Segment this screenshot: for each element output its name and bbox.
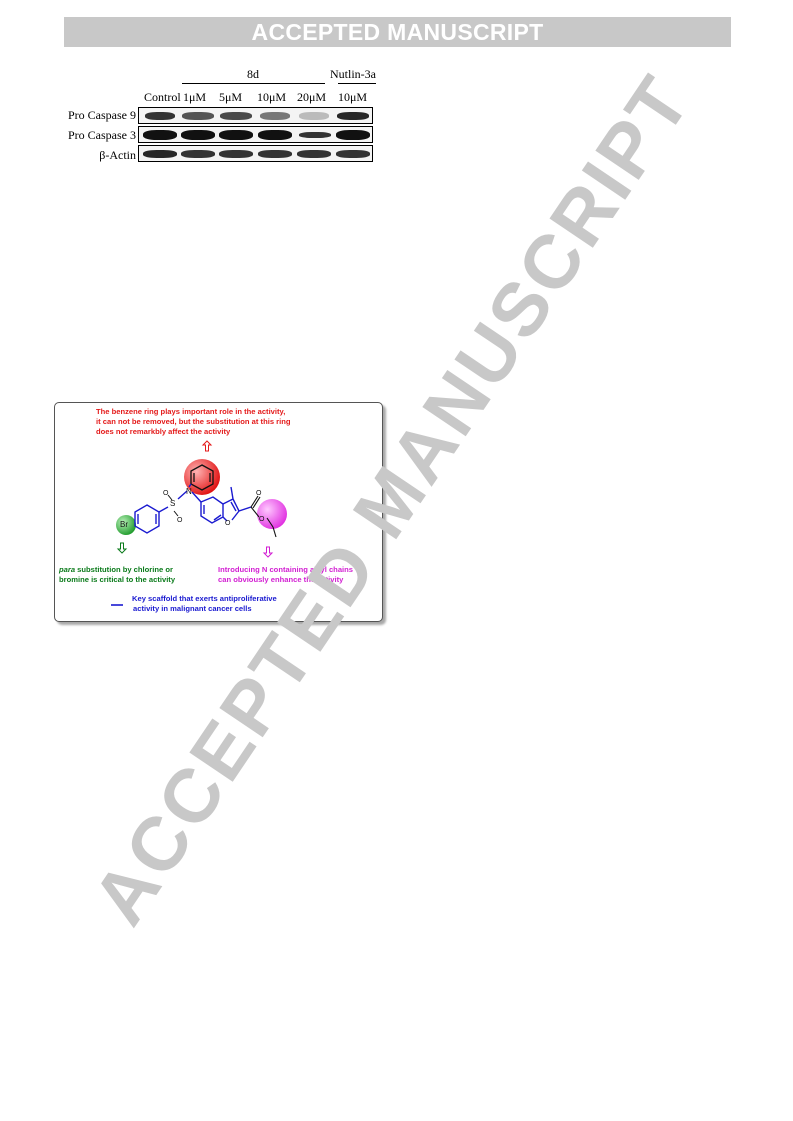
ester-group xyxy=(250,495,277,538)
band xyxy=(143,130,177,140)
key-scaffold-bonds xyxy=(134,486,252,534)
up-arrow-icon xyxy=(201,440,213,452)
sulfonyl-bonds xyxy=(167,494,179,517)
reference-compound-label: Nutlin-3a xyxy=(330,67,376,81)
band xyxy=(258,150,292,158)
reference-bracket-line xyxy=(338,83,376,84)
band xyxy=(336,150,370,158)
scaffold-legend: Key scaffold that exerts antiproliferati… xyxy=(132,594,277,613)
lane-label: 20μM xyxy=(297,90,327,104)
band xyxy=(181,150,215,158)
right-note: Introducing N containing alkyl chains ca… xyxy=(218,565,354,584)
band xyxy=(299,132,331,138)
band xyxy=(143,150,177,158)
band xyxy=(182,112,214,120)
ring-oxygen-atom: O xyxy=(225,520,231,527)
accepted-manuscript-banner: ACCEPTED MANUSCRIPT xyxy=(64,17,731,47)
oxygen-atom: O xyxy=(163,490,169,497)
benzyl-linker xyxy=(188,483,192,488)
benzyl-ring xyxy=(190,464,214,491)
band xyxy=(145,112,175,120)
row-label: β-Actin xyxy=(99,148,136,162)
band xyxy=(337,112,369,120)
nitrogen-atom: N xyxy=(186,487,192,496)
lane-label: 5μM xyxy=(219,90,243,104)
blot-strip-caspase3 xyxy=(138,126,373,143)
bromo-highlight-sphere xyxy=(116,515,136,535)
western-blot-figure: 8d Nutlin-3a Control 1μM 5μM 10μM 20μM 1… xyxy=(52,62,382,166)
row-label: Pro Caspase 9 xyxy=(68,108,136,122)
band xyxy=(260,112,290,120)
blot-strip-caspase9 xyxy=(138,107,373,124)
sulfur-atom: S xyxy=(170,499,175,508)
molecule-drawing: Br S O O N O O O xyxy=(111,440,287,606)
sar-summary-figure: The benzene ring plays important role in… xyxy=(54,402,383,622)
bromine-atom: Br xyxy=(120,520,128,529)
compound-bracket-line xyxy=(182,83,325,84)
down-arrow-icon xyxy=(262,546,274,558)
band xyxy=(219,130,253,140)
carbonyl-oxygen-atom: O xyxy=(256,490,262,497)
lane-label: 10μM xyxy=(257,90,287,104)
band xyxy=(336,130,370,140)
oxygen-atom: O xyxy=(177,517,183,524)
band xyxy=(299,112,329,120)
blot-strip-actin xyxy=(138,145,373,162)
ester-highlight-sphere xyxy=(257,499,287,529)
band xyxy=(258,130,292,140)
down-arrow-icon xyxy=(116,542,128,554)
lane-label: 10μM xyxy=(338,90,368,104)
compound-label: 8d xyxy=(247,67,259,81)
band xyxy=(219,150,253,158)
band xyxy=(220,112,252,120)
benzyl-highlight-sphere xyxy=(184,459,220,495)
left-note: para substitution by chlorine or bromine… xyxy=(59,565,176,584)
band xyxy=(297,150,331,158)
band xyxy=(181,130,215,140)
lane-label: 1μM xyxy=(183,90,207,104)
ester-oxygen-atom: O xyxy=(259,516,265,523)
lane-label: Control xyxy=(144,90,181,104)
row-label: Pro Caspase 3 xyxy=(68,128,136,142)
top-note: The benzene ring plays important role in… xyxy=(96,407,291,436)
